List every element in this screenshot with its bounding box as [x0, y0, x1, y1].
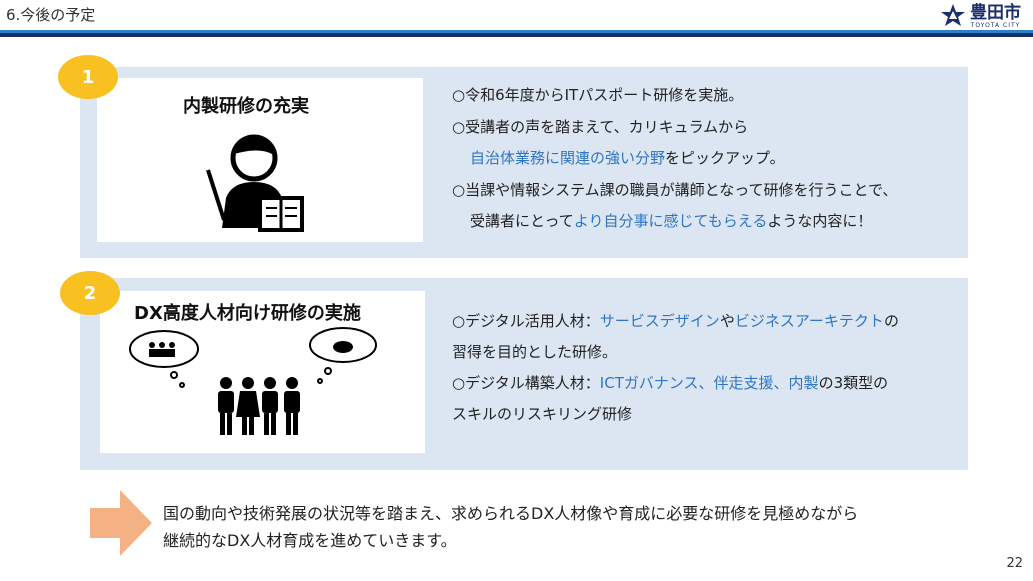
highlight-text: より自分事に感じてもらえる: [573, 212, 768, 230]
page-number: 22: [1006, 556, 1023, 571]
text-line: スキルのリスキリング研修: [452, 399, 899, 430]
text-segment: ○受講者の声を踏まえて、カリキュラムから: [452, 117, 749, 136]
city-emblem-icon: [941, 4, 965, 26]
highlight-text: ICTガバナンス、伴走支援、内製: [599, 374, 819, 392]
people-with-ideas-icon: [129, 327, 377, 435]
text-line: 自治体業務に関連の強い分野をピックアップ。: [452, 143, 897, 175]
text-line: 習得を目的とした研修。: [452, 337, 899, 368]
section-1-title: 内製研修の充実: [183, 96, 309, 117]
text-segment: をピックアップ。: [665, 149, 785, 167]
text-segment: 受講者にとって: [470, 212, 574, 230]
page-title: 6.今後の予定: [6, 6, 96, 24]
highlight-text: サービスデザイン: [599, 312, 720, 330]
conclusion-text: 国の動向や技術発展の状況等を踏まえ、求められるDX人材像や育成に必要な研修を見極…: [163, 500, 858, 554]
text-segment: の3類型の: [818, 374, 889, 392]
section-1-text: ○令和6年度からITパスポート研修を実施。 ○受講者の声を踏まえて、カリキュラムか…: [452, 80, 897, 238]
text-line: ○令和6年度からITパスポート研修を実施。: [452, 80, 897, 112]
section-2-badge: 2: [60, 271, 120, 315]
text-segment: 習得を目的とした研修。: [452, 343, 618, 361]
section-2-text: ○デジタル活用人材：サービスデザインやビジネスアーキテクトの習得を目的とした研修…: [452, 306, 899, 430]
section-2-panel: DX高度人材向け研修の実施 ○デジタル活用人材：サービスデザインやビジネスアーキ…: [80, 278, 968, 470]
header-divider: [0, 30, 1033, 33]
text-segment: の: [883, 312, 899, 330]
logo-sub: TOYOTA CITY: [970, 21, 1021, 29]
header-divider-dark: [0, 33, 1033, 37]
section-2-title: DX高度人材向け研修の実施: [134, 303, 361, 324]
section-1-badge: 1: [58, 55, 118, 99]
text-line: ○デジタル構築人材：ICTガバナンス、伴走支援、内製の3類型の: [452, 368, 899, 399]
conclusion-line: 国の動向や技術発展の状況等を踏まえ、求められるDX人材像や育成に必要な研修を見極…: [163, 504, 859, 523]
section-1-panel: 内製研修の充実 ○令和6年度からITパスポート研修を実施。 ○受講者の声を踏まえて…: [80, 67, 968, 258]
teacher-icon: [206, 134, 304, 232]
text-line: ○デジタル活用人材：サービスデザインやビジネスアーキテクトの: [452, 306, 899, 337]
highlight-text: 自治体業務に関連の強い分野: [470, 149, 666, 167]
text-segment: ○当課や情報システム課の職員が講師となって研修を行うことで、: [452, 180, 898, 199]
text-line: 受講者にとってより自分事に感じてもらえるような内容に！: [452, 206, 897, 238]
logo-text: 豊田市: [970, 2, 1021, 23]
text-segment: ○デジタル構築人材：: [452, 374, 600, 392]
conclusion-line: 継続的なDX人材育成を進めていきます。: [163, 531, 457, 550]
text-segment: や: [719, 312, 735, 330]
text-segment: スキルのリスキリング研修: [452, 405, 633, 423]
section-2-card: DX高度人材向け研修の実施: [100, 291, 425, 453]
section-1-card: 内製研修の充実: [97, 78, 423, 242]
text-segment: ○デジタル活用人材：: [452, 312, 600, 330]
text-segment: ような内容に！: [767, 212, 873, 230]
text-line: ○受講者の声を踏まえて、カリキュラムから: [452, 112, 897, 144]
highlight-text: ビジネスアーキテクト: [734, 312, 884, 330]
right-arrow-icon: [90, 490, 152, 556]
text-segment: ○令和6年度からITパスポート研修を実施。: [452, 86, 744, 104]
text-line: ○当課や情報システム課の職員が講師となって研修を行うことで、: [452, 175, 897, 207]
